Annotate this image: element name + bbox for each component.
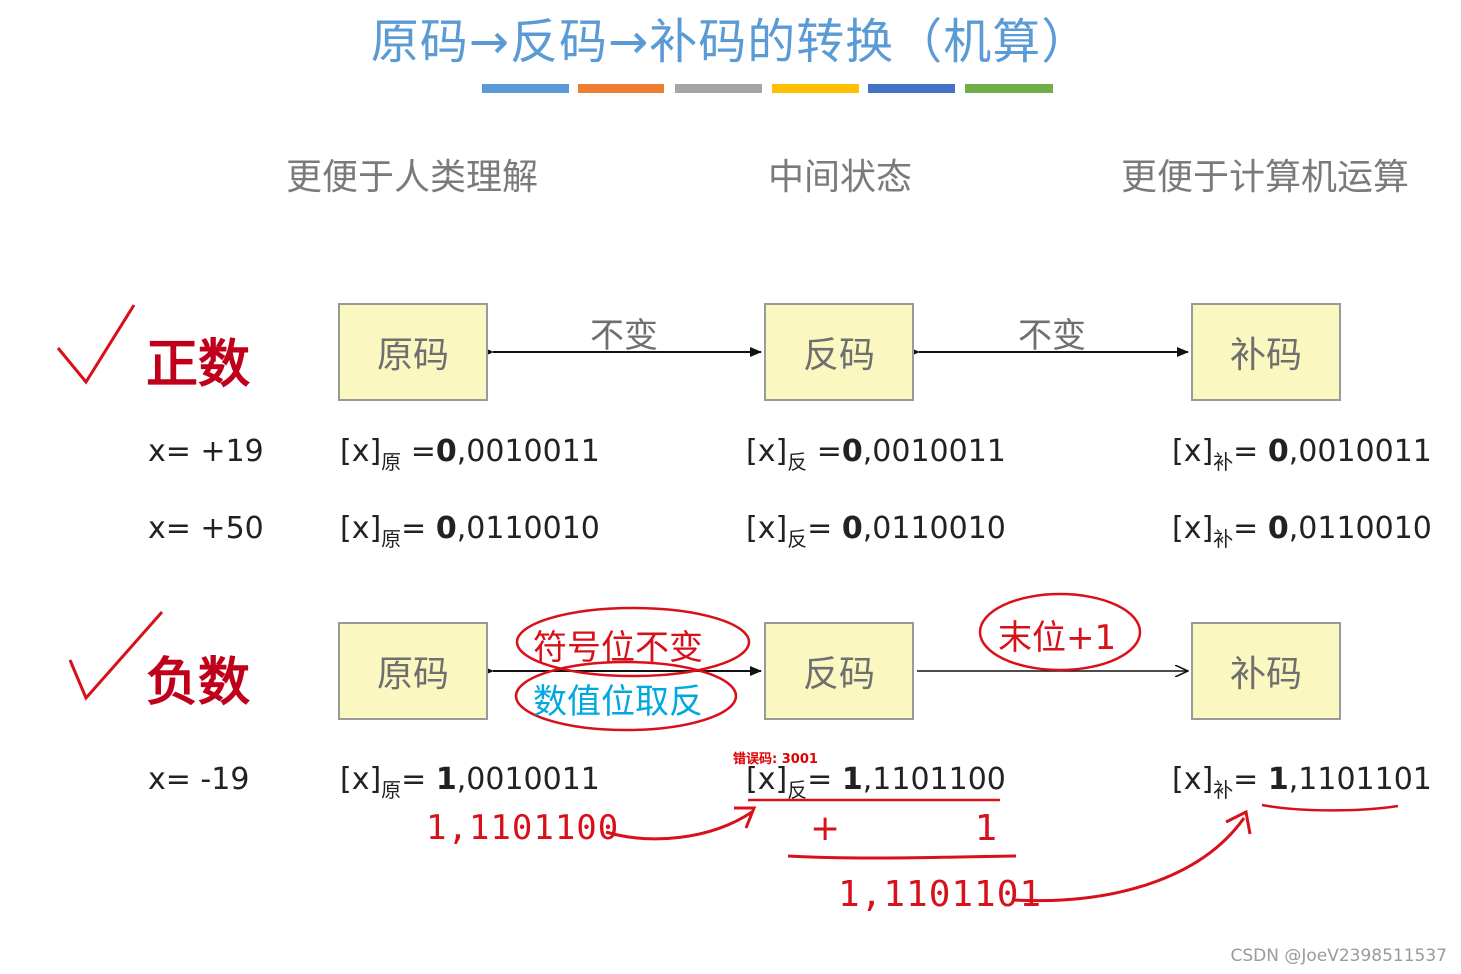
header-human: 更便于人类理解: [286, 157, 539, 198]
underline-bu: [1261, 803, 1399, 812]
label-unchanged-1: 不变: [590, 316, 658, 356]
note-last-plus-one: 末位+1: [998, 618, 1117, 658]
label-negative: 负数: [146, 653, 251, 713]
hand-arrow-to-bu: [1013, 817, 1246, 903]
color-bar-3: [675, 84, 762, 93]
x-value-negative: x= -19: [148, 762, 250, 797]
box-yuan-negative: 原码: [338, 622, 488, 720]
csdn-watermark: CSDN @JoeV2398511537: [1230, 946, 1447, 966]
fan-code-row1: [x]反 =0,0010011: [746, 434, 1006, 474]
label-positive: 正数: [146, 335, 251, 395]
check-mark-positive: [56, 304, 136, 385]
box-bu-positive: 补码: [1191, 303, 1341, 401]
fan-code-row2: [x]反= 0,0110010: [746, 511, 1006, 551]
hand-one: 1: [975, 808, 998, 849]
sum-line: [787, 854, 1017, 860]
check-mark-negative: [68, 611, 164, 701]
hand-result-value: 1,1101101: [838, 874, 1043, 915]
note-sign-unchanged: 符号位不变: [533, 628, 703, 668]
hand-plus: +: [810, 808, 841, 849]
color-bar-1: [482, 84, 569, 93]
note-value-invert: 数值位取反: [533, 682, 703, 722]
box-fan-positive: 反码: [764, 303, 914, 401]
oval-sign-unchanged: [515, 606, 751, 678]
oval-value-invert: [514, 660, 738, 732]
header-middle: 中间状态: [768, 157, 913, 198]
error-code: 错误码: 3001: [733, 752, 818, 767]
yuan-code-row2: [x]原= 0,0110010: [340, 511, 600, 551]
yuan-code-negative: [x]原= 1,0010011: [340, 762, 600, 802]
bu-code-row1: [x]补= 0,0010011: [1172, 434, 1432, 474]
header-computer: 更便于计算机运算: [1121, 157, 1410, 198]
x-value-row1: x= +19: [148, 434, 264, 469]
x-value-row2: x= +50: [148, 511, 264, 546]
page-title: 原码→反码→补码的转换（机算）: [370, 14, 1091, 70]
oval-last-plus-one: [978, 592, 1142, 672]
bu-code-negative: [x]补= 1,1101101: [1172, 762, 1432, 802]
color-bar-2: [578, 84, 664, 93]
box-bu-negative: 补码: [1191, 622, 1341, 720]
yuan-code-row1: [x]原 =0,0010011: [340, 434, 600, 474]
box-yuan-positive: 原码: [338, 303, 488, 401]
color-bar-4: [772, 84, 859, 93]
color-bar-6: [965, 84, 1053, 93]
color-bar-5: [868, 84, 955, 93]
hand-inverted-value: 1,1101100: [426, 808, 620, 848]
bu-code-row2: [x]补= 0,0110010: [1172, 511, 1432, 551]
hand-arrow-to-fan: [605, 810, 753, 841]
label-unchanged-2: 不变: [1018, 316, 1086, 356]
fan-code-negative: [x]反= 1,1101100: [746, 762, 1006, 802]
box-fan-negative: 反码: [764, 622, 914, 720]
